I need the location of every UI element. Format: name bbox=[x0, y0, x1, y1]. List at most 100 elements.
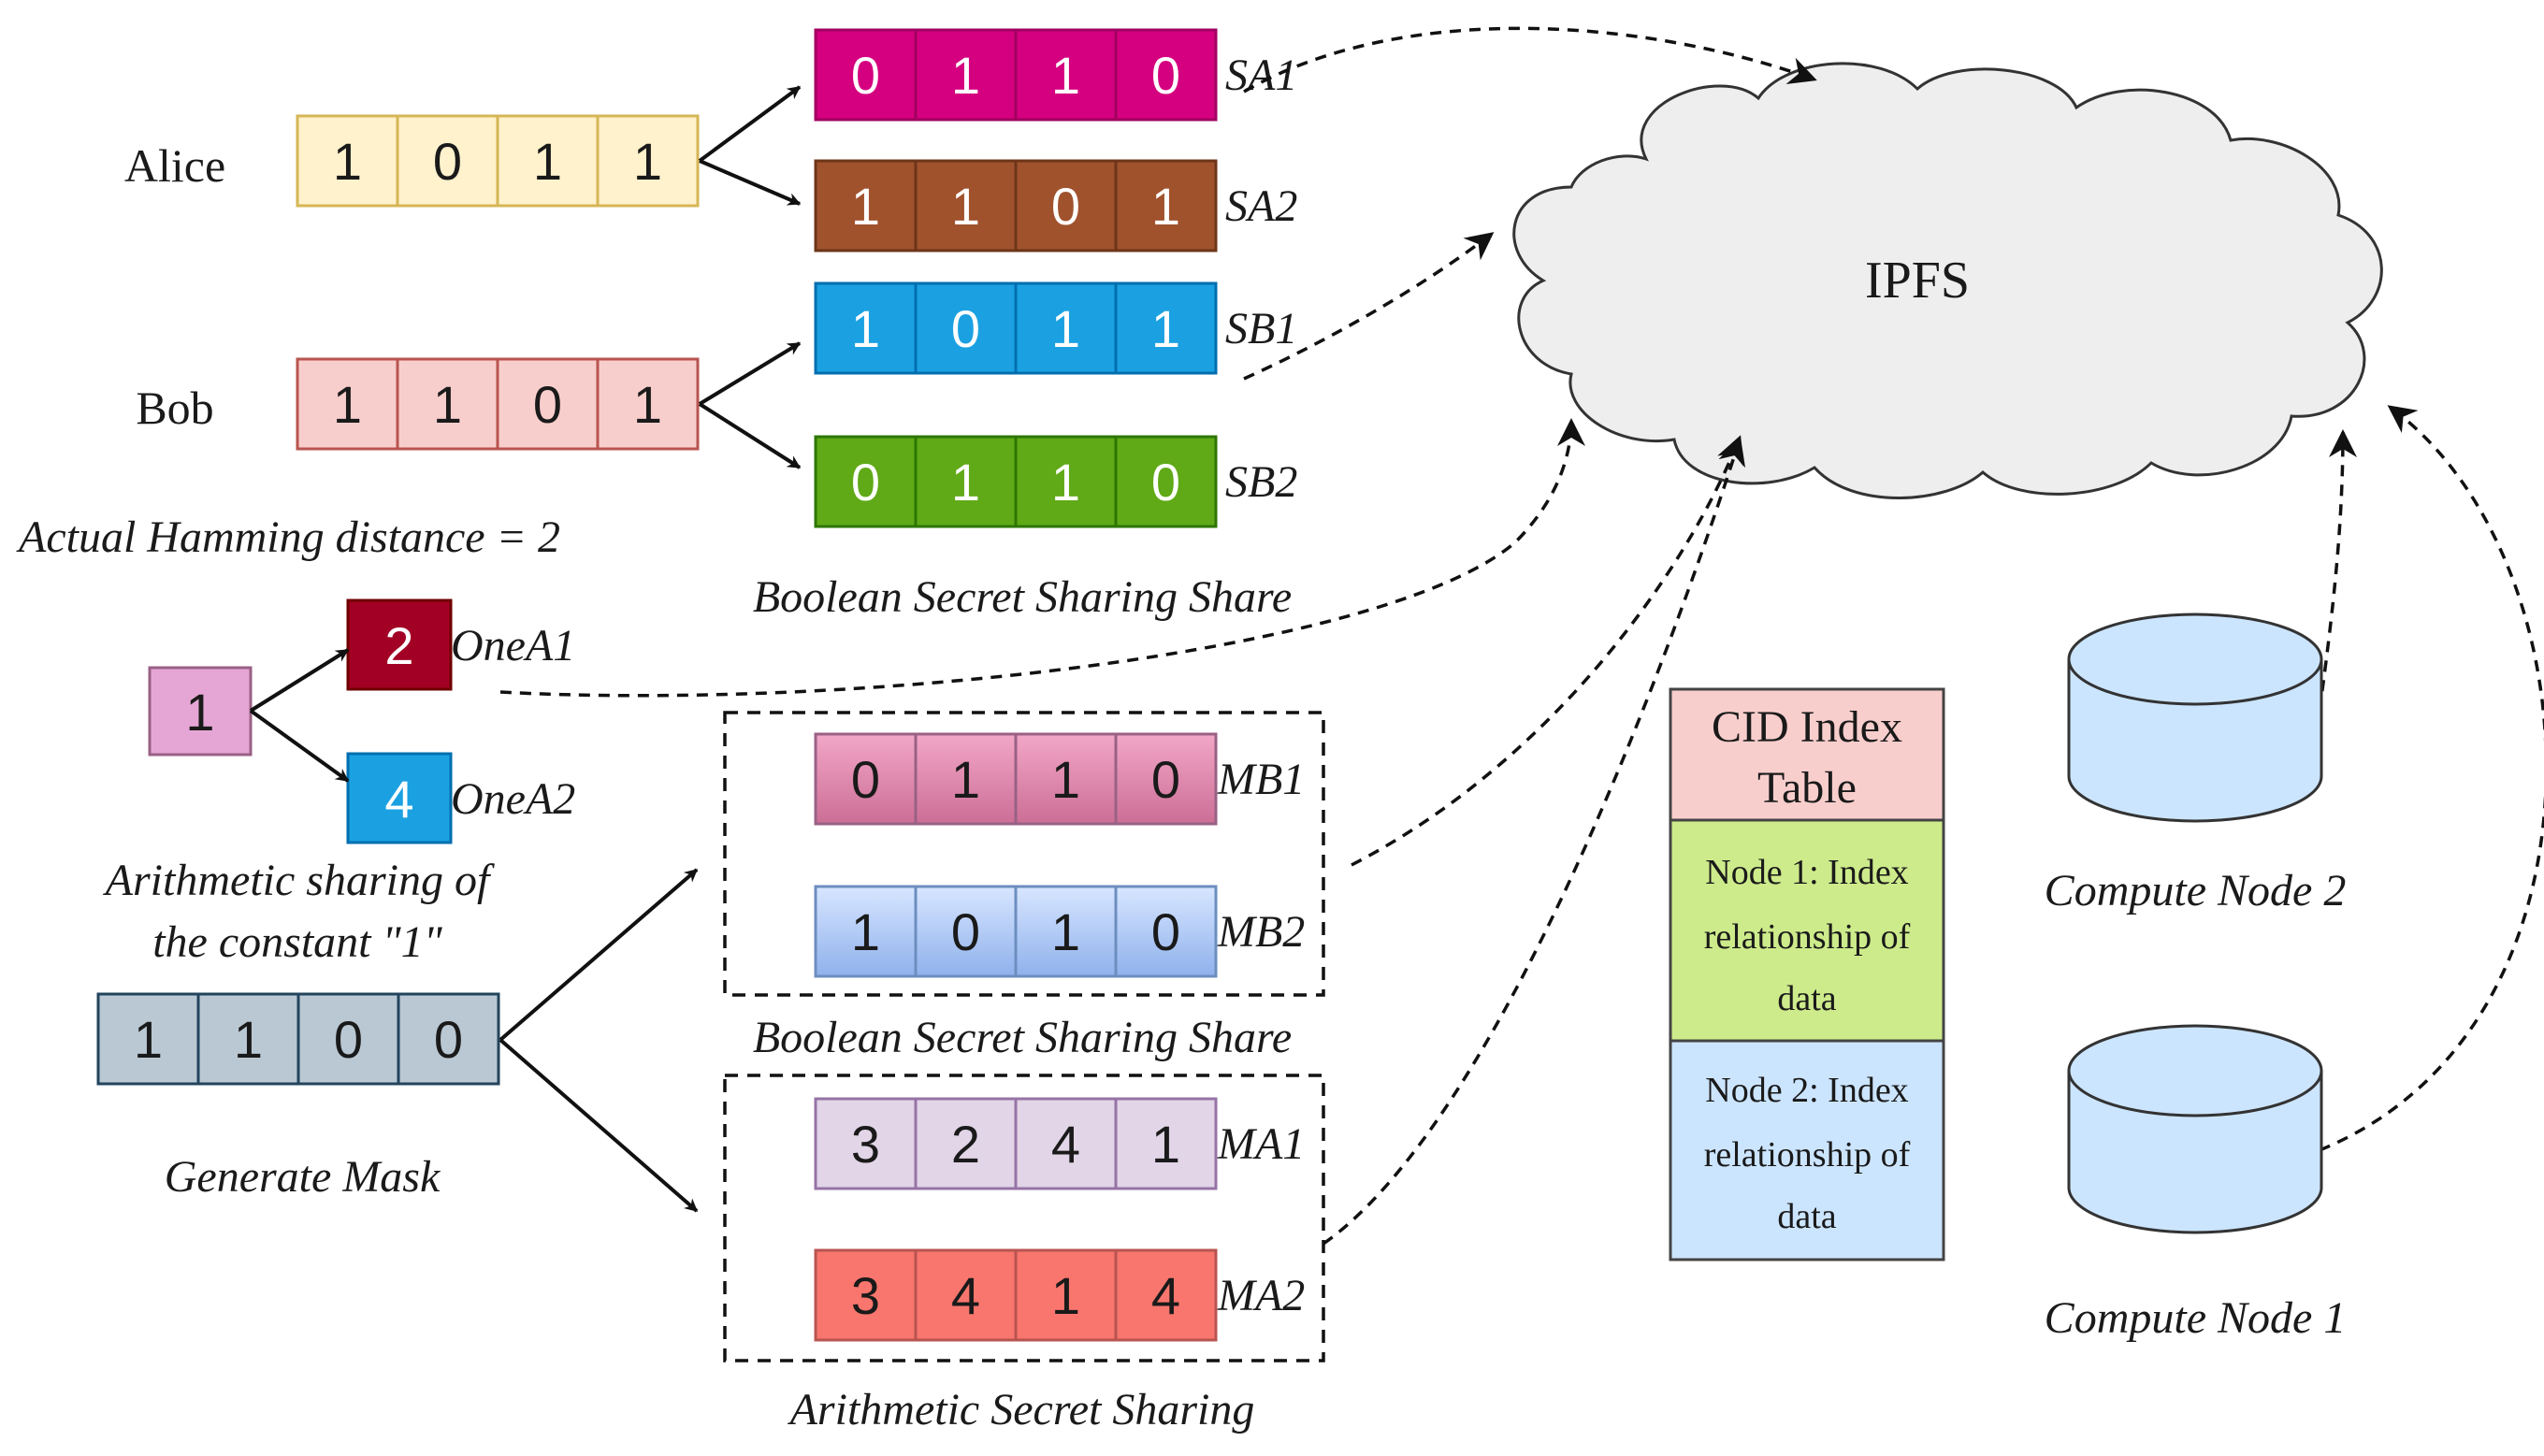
constant-one: 1 bbox=[148, 666, 253, 757]
share-mb1-cell bbox=[1114, 732, 1218, 826]
share-sb2-bit: 1 bbox=[951, 453, 980, 512]
boolean-caption-top: Boolean Secret Sharing Share bbox=[753, 572, 1292, 622]
share-mb2-bit: 1 bbox=[851, 902, 880, 961]
boolean-caption-bottom: Boolean Secret Sharing Share bbox=[753, 1013, 1292, 1062]
bits-bob-bit: 1 bbox=[333, 375, 362, 434]
share-sa2-bit: 1 bbox=[951, 177, 980, 236]
arrow-alice-sa1 bbox=[698, 85, 802, 163]
arrow-mask-boolean bbox=[499, 868, 699, 1042]
share-sa1-bit: 0 bbox=[851, 46, 880, 105]
arrow-sb1-ipfs bbox=[1243, 232, 1495, 381]
cid-table-title-cell bbox=[1669, 687, 1945, 822]
share-mb1-bit: 0 bbox=[851, 750, 880, 809]
bits-bob-cell bbox=[496, 357, 600, 451]
share-mb2-cell bbox=[914, 885, 1018, 978]
upload-arrows bbox=[499, 26, 2544, 1246]
bits-alice-cell bbox=[496, 114, 600, 208]
cid-table-row-node1 bbox=[1669, 818, 1945, 1043]
arrow-sa1-ipfs bbox=[1243, 26, 1817, 94]
share-ma2-bit: 4 bbox=[1151, 1266, 1180, 1325]
share-ma2-bit: 3 bbox=[851, 1266, 880, 1325]
bits-alice-bit: 1 bbox=[633, 132, 662, 191]
share-ma2-cell bbox=[1114, 1248, 1218, 1342]
cid-table-row-node2 bbox=[1669, 1039, 1945, 1261]
arrow-mask-arith bbox=[499, 1038, 699, 1213]
share-ma1-cell bbox=[814, 1097, 918, 1190]
share-sb2-bit: 0 bbox=[851, 453, 880, 512]
share-sb2-bit: 0 bbox=[1151, 453, 1180, 512]
share-sa2-cell bbox=[1114, 159, 1218, 252]
share-sa1-bit: 1 bbox=[951, 46, 980, 105]
arrow-onea1-ipfs bbox=[499, 418, 1585, 698]
bob-label: Bob bbox=[136, 382, 213, 434]
bits-bob-cell bbox=[396, 357, 499, 451]
share-ma2-label: MA2 bbox=[1217, 1271, 1305, 1320]
arrow-const-onea2 bbox=[249, 709, 350, 783]
cid-row1-line2: relationship of bbox=[1704, 917, 1911, 957]
share-sa2-label: SA2 bbox=[1225, 181, 1297, 231]
share-sb1-bit: 1 bbox=[851, 299, 880, 358]
share-sa1-bit: 1 bbox=[1051, 46, 1080, 105]
compute-node-1-label: Compute Node 1 bbox=[2045, 1293, 2347, 1343]
share-sa2-cell bbox=[814, 159, 918, 252]
mask-arith-group-box bbox=[723, 1074, 1325, 1362]
share-mb2-cell bbox=[1014, 885, 1118, 978]
share-sb1-bit: 0 bbox=[951, 299, 980, 358]
arrow-alice-sa2 bbox=[699, 159, 802, 206]
share-ma1-cell bbox=[1114, 1097, 1218, 1190]
arith-caption: Arithmetic Secret Sharing bbox=[788, 1385, 1255, 1434]
share-sb1-cell bbox=[814, 281, 918, 375]
cid-row2-line2: relationship of bbox=[1704, 1135, 1911, 1175]
share-mb2-bit: 0 bbox=[951, 902, 980, 961]
bits-alice-cell bbox=[596, 114, 700, 208]
share-mb1-label: MB1 bbox=[1217, 755, 1305, 804]
share-sa2-bit: 1 bbox=[851, 177, 880, 236]
mask-boolean-group-box bbox=[723, 711, 1325, 997]
arrow-ma-ipfs bbox=[1322, 437, 1746, 1246]
bits-alice-bit: 0 bbox=[433, 132, 462, 191]
share-onea1: 2 OneA1 bbox=[346, 598, 575, 691]
compute-node-2: Compute Node 2 bbox=[2045, 613, 2347, 915]
bits-alice-bit: 1 bbox=[333, 132, 362, 191]
bits-bob-cell bbox=[596, 357, 700, 451]
share-mb2-cell bbox=[1114, 885, 1218, 978]
share-sa2-bit: 1 bbox=[1151, 177, 1180, 236]
share-ma1-cell bbox=[914, 1097, 1018, 1190]
mask-bits-bit: 1 bbox=[234, 1010, 263, 1069]
compute-node-2-label: Compute Node 2 bbox=[2045, 866, 2347, 915]
share-ma2-cell bbox=[914, 1248, 1018, 1342]
hamming-distance-label: Actual Hamming distance = 2 bbox=[16, 512, 560, 562]
cid-row1-line1: Node 1: Index bbox=[1705, 853, 1908, 892]
arrow-node1-ipfs bbox=[2319, 405, 2544, 1152]
database-icon bbox=[2067, 1071, 2323, 1234]
arrow-mb-ipfs bbox=[1351, 435, 1744, 867]
share-sb2-cell bbox=[1114, 435, 1218, 528]
share-value: 2 bbox=[384, 616, 413, 675]
constant-value: 1 bbox=[185, 683, 214, 742]
share-sb1-cell bbox=[1014, 281, 1118, 375]
share-sb1-bit: 1 bbox=[1151, 299, 1180, 358]
share-ma1-cell bbox=[1014, 1097, 1118, 1190]
bits-bob-bit: 1 bbox=[433, 375, 462, 434]
share-mb1-bit: 0 bbox=[1151, 750, 1180, 809]
mask-bits-cell bbox=[196, 992, 300, 1086]
share-sb1-cell bbox=[1114, 281, 1218, 375]
ipfs-cloud: IPFS bbox=[1512, 62, 2383, 499]
mask-bits-bit: 1 bbox=[134, 1010, 163, 1069]
constant-cell bbox=[148, 666, 253, 757]
share-mb1-bit: 1 bbox=[951, 750, 980, 809]
share-label: OneA1 bbox=[451, 621, 575, 670]
share-sa1-cell bbox=[1114, 28, 1218, 122]
share-mb2-bit: 0 bbox=[1151, 902, 1180, 961]
mask-bits-cell bbox=[397, 992, 500, 1086]
database-icon bbox=[2067, 659, 2323, 823]
cid-row2-line1: Node 2: Index bbox=[1705, 1071, 1908, 1110]
share-cell bbox=[346, 752, 453, 844]
